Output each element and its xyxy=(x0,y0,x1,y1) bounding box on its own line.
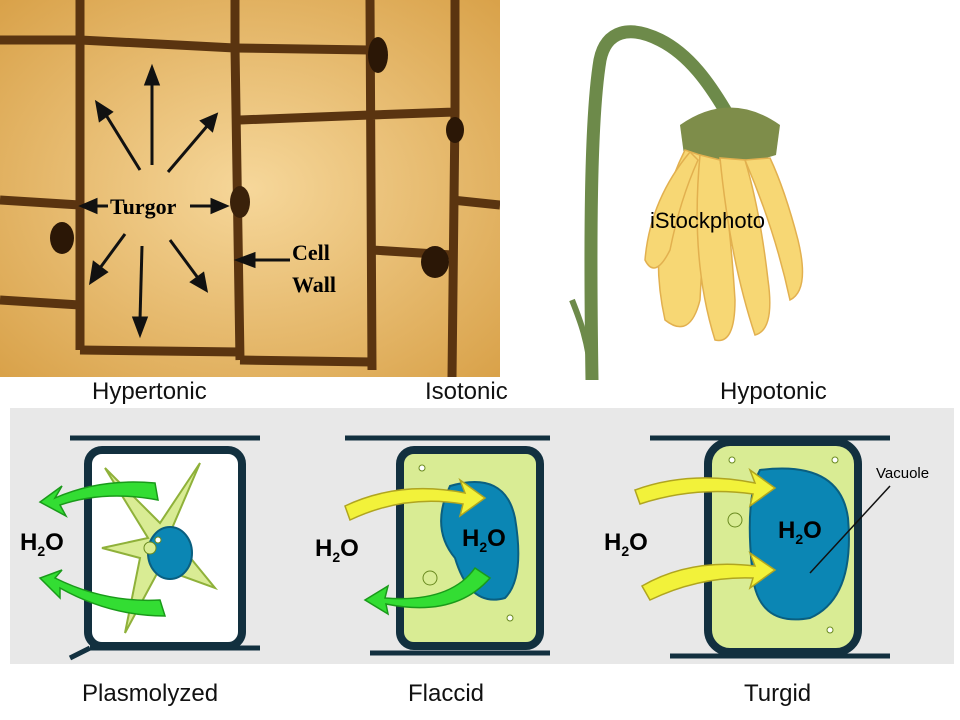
nucleus xyxy=(446,117,464,143)
nucleus xyxy=(421,246,449,278)
stem-leaf xyxy=(569,298,595,381)
osmosis-panel: H2O H2O H2O H2O H2 xyxy=(10,408,954,664)
plasmolyzed-label: Plasmolyzed xyxy=(82,680,219,707)
turgid-vacuole xyxy=(748,467,850,621)
flaccid-label: Flaccid xyxy=(408,680,485,707)
flower-svg: iStockphoto xyxy=(569,25,804,387)
plasmolyzed-cell: H2O xyxy=(20,435,260,661)
water-out-arrow xyxy=(363,566,492,616)
hypertonic-label: Hypertonic xyxy=(92,378,207,405)
turgor-arrows xyxy=(78,63,290,339)
vacuole-pointer xyxy=(809,485,891,574)
turgid-inner-water-label: H2O xyxy=(778,517,822,547)
flaccid-water-label: H2O xyxy=(315,535,359,565)
cell-wall-label-line1: Cell xyxy=(292,240,330,265)
turgid-cell: H2O H2O Vacuole xyxy=(604,435,929,659)
turgor-label: Turgor xyxy=(110,194,177,219)
organelle xyxy=(422,570,438,586)
isotonic-label: Isotonic xyxy=(425,378,508,405)
organelle xyxy=(727,512,743,528)
shrunken-vacuole xyxy=(147,526,193,580)
cell-wall-label-line2: Wall xyxy=(292,272,336,297)
hypotonic-label: Hypotonic xyxy=(720,378,827,405)
nucleus xyxy=(50,222,74,254)
micrograph-background xyxy=(0,0,500,377)
water-in-arrow xyxy=(640,551,777,601)
organelle xyxy=(728,456,736,464)
flaccid-inner-water-label: H2O xyxy=(462,525,506,555)
turgid-water-label: H2O xyxy=(604,529,648,559)
wilted-flower-photo: iStockphoto xyxy=(540,0,960,387)
flower-stem xyxy=(584,25,732,387)
nucleus xyxy=(230,186,250,218)
organelle xyxy=(143,541,157,555)
organelle xyxy=(506,614,514,622)
plasmolyzed-water-label: H2O xyxy=(20,529,64,559)
water-in-arrow xyxy=(634,467,777,508)
organelle xyxy=(831,456,839,464)
vacuole-label: Vacuole xyxy=(876,465,929,482)
turgor-micrograph: Turgor Cell Wall xyxy=(0,0,501,378)
nucleus xyxy=(368,37,388,73)
water-out-arrow xyxy=(38,569,167,617)
water-in-arrow xyxy=(344,477,487,522)
organelle xyxy=(154,536,162,544)
flaccid-cell: H2O H2O xyxy=(315,435,550,656)
water-out-arrow xyxy=(38,481,159,518)
organelle xyxy=(826,626,834,634)
flower-sepals xyxy=(680,107,780,163)
osmosis-svg: H2O H2O H2O H2O H2 xyxy=(20,435,929,661)
neighbor-walls xyxy=(345,435,550,656)
stock-watermark: iStockphoto xyxy=(650,208,765,233)
organelle xyxy=(418,464,426,472)
turgid-label: Turgid xyxy=(744,680,812,707)
drooping-petals xyxy=(644,149,804,342)
micrograph-svg: Turgor Cell Wall xyxy=(0,0,501,378)
